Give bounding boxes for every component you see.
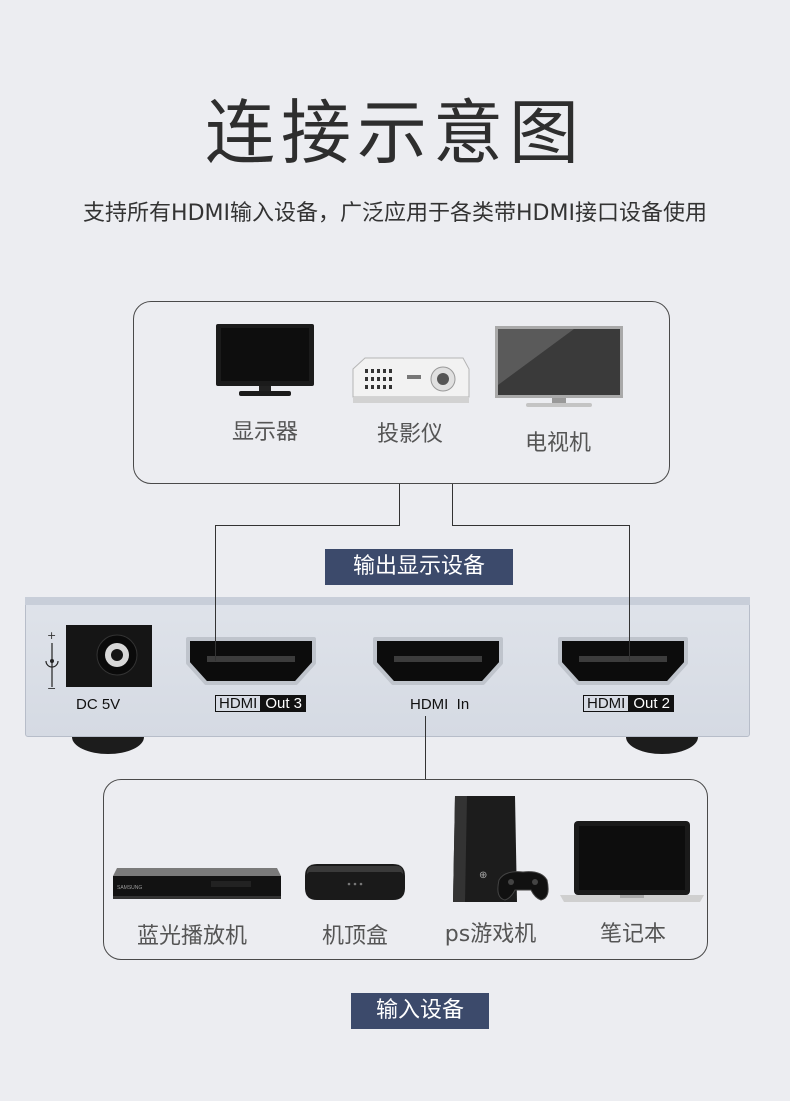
output-device-label: 电视机: [524, 431, 591, 456]
hdmi-out2-prefix: HDMI: [583, 695, 630, 712]
page-title: 连接示意图: [205, 92, 585, 174]
output-device-label: 显示器: [231, 420, 298, 445]
output-devices-tag: 输出显示设备: [325, 549, 513, 585]
power-plus-sign: +: [47, 629, 57, 642]
wire-segment: [452, 525, 630, 527]
page-subtitle: 支持所有HDMI输入设备，广泛应用于各类带HDMI接口设备使用: [83, 201, 707, 226]
wire-segment: [215, 525, 400, 527]
set-top-box-icon: [305, 864, 405, 900]
projector-icon: [352, 357, 470, 403]
hdmi-out2-port[interactable]: [557, 636, 689, 686]
hdmi-in-label: HDMI In: [410, 696, 470, 713]
bluray-brand-text: SAMSUNG: [117, 885, 142, 891]
hdmi-out3-prefix: HDMI: [215, 695, 262, 712]
wire-segment: [629, 525, 631, 661]
power-minus-sign: −: [47, 682, 57, 695]
tv-icon: [495, 326, 623, 407]
polarity-icon: [45, 643, 59, 687]
dc-power-label: DC 5V: [76, 696, 121, 713]
wire-segment: [215, 525, 217, 661]
input-device-label: ps游戏机: [444, 922, 537, 947]
monitor-icon: [216, 324, 314, 396]
hdmi-in-port[interactable]: [372, 636, 504, 686]
hdmi-out2-suffix: Out 2: [629, 695, 675, 712]
input-device-label: 蓝光播放机: [136, 924, 247, 949]
bluray-player-icon: SAMSUNG: [113, 868, 281, 899]
hdmi-out3-port[interactable]: [185, 636, 317, 686]
wire-segment: [425, 716, 427, 779]
input-device-label: 笔记本: [599, 922, 666, 947]
output-device-label: 投影仪: [376, 422, 443, 447]
svg-text:⊕: ⊕: [479, 870, 487, 881]
splitter-top-edge: [25, 597, 750, 605]
wire-segment: [399, 484, 401, 526]
game-console-icon: ⊕: [453, 796, 549, 902]
laptop-icon: [560, 821, 704, 902]
input-device-label: 机顶盒: [321, 924, 388, 949]
wire-segment: [452, 484, 454, 526]
input-devices-tag: 输入设备: [351, 993, 489, 1029]
dc-power-jack[interactable]: [66, 625, 152, 687]
hdmi-out3-suffix: Out 3: [261, 695, 307, 712]
